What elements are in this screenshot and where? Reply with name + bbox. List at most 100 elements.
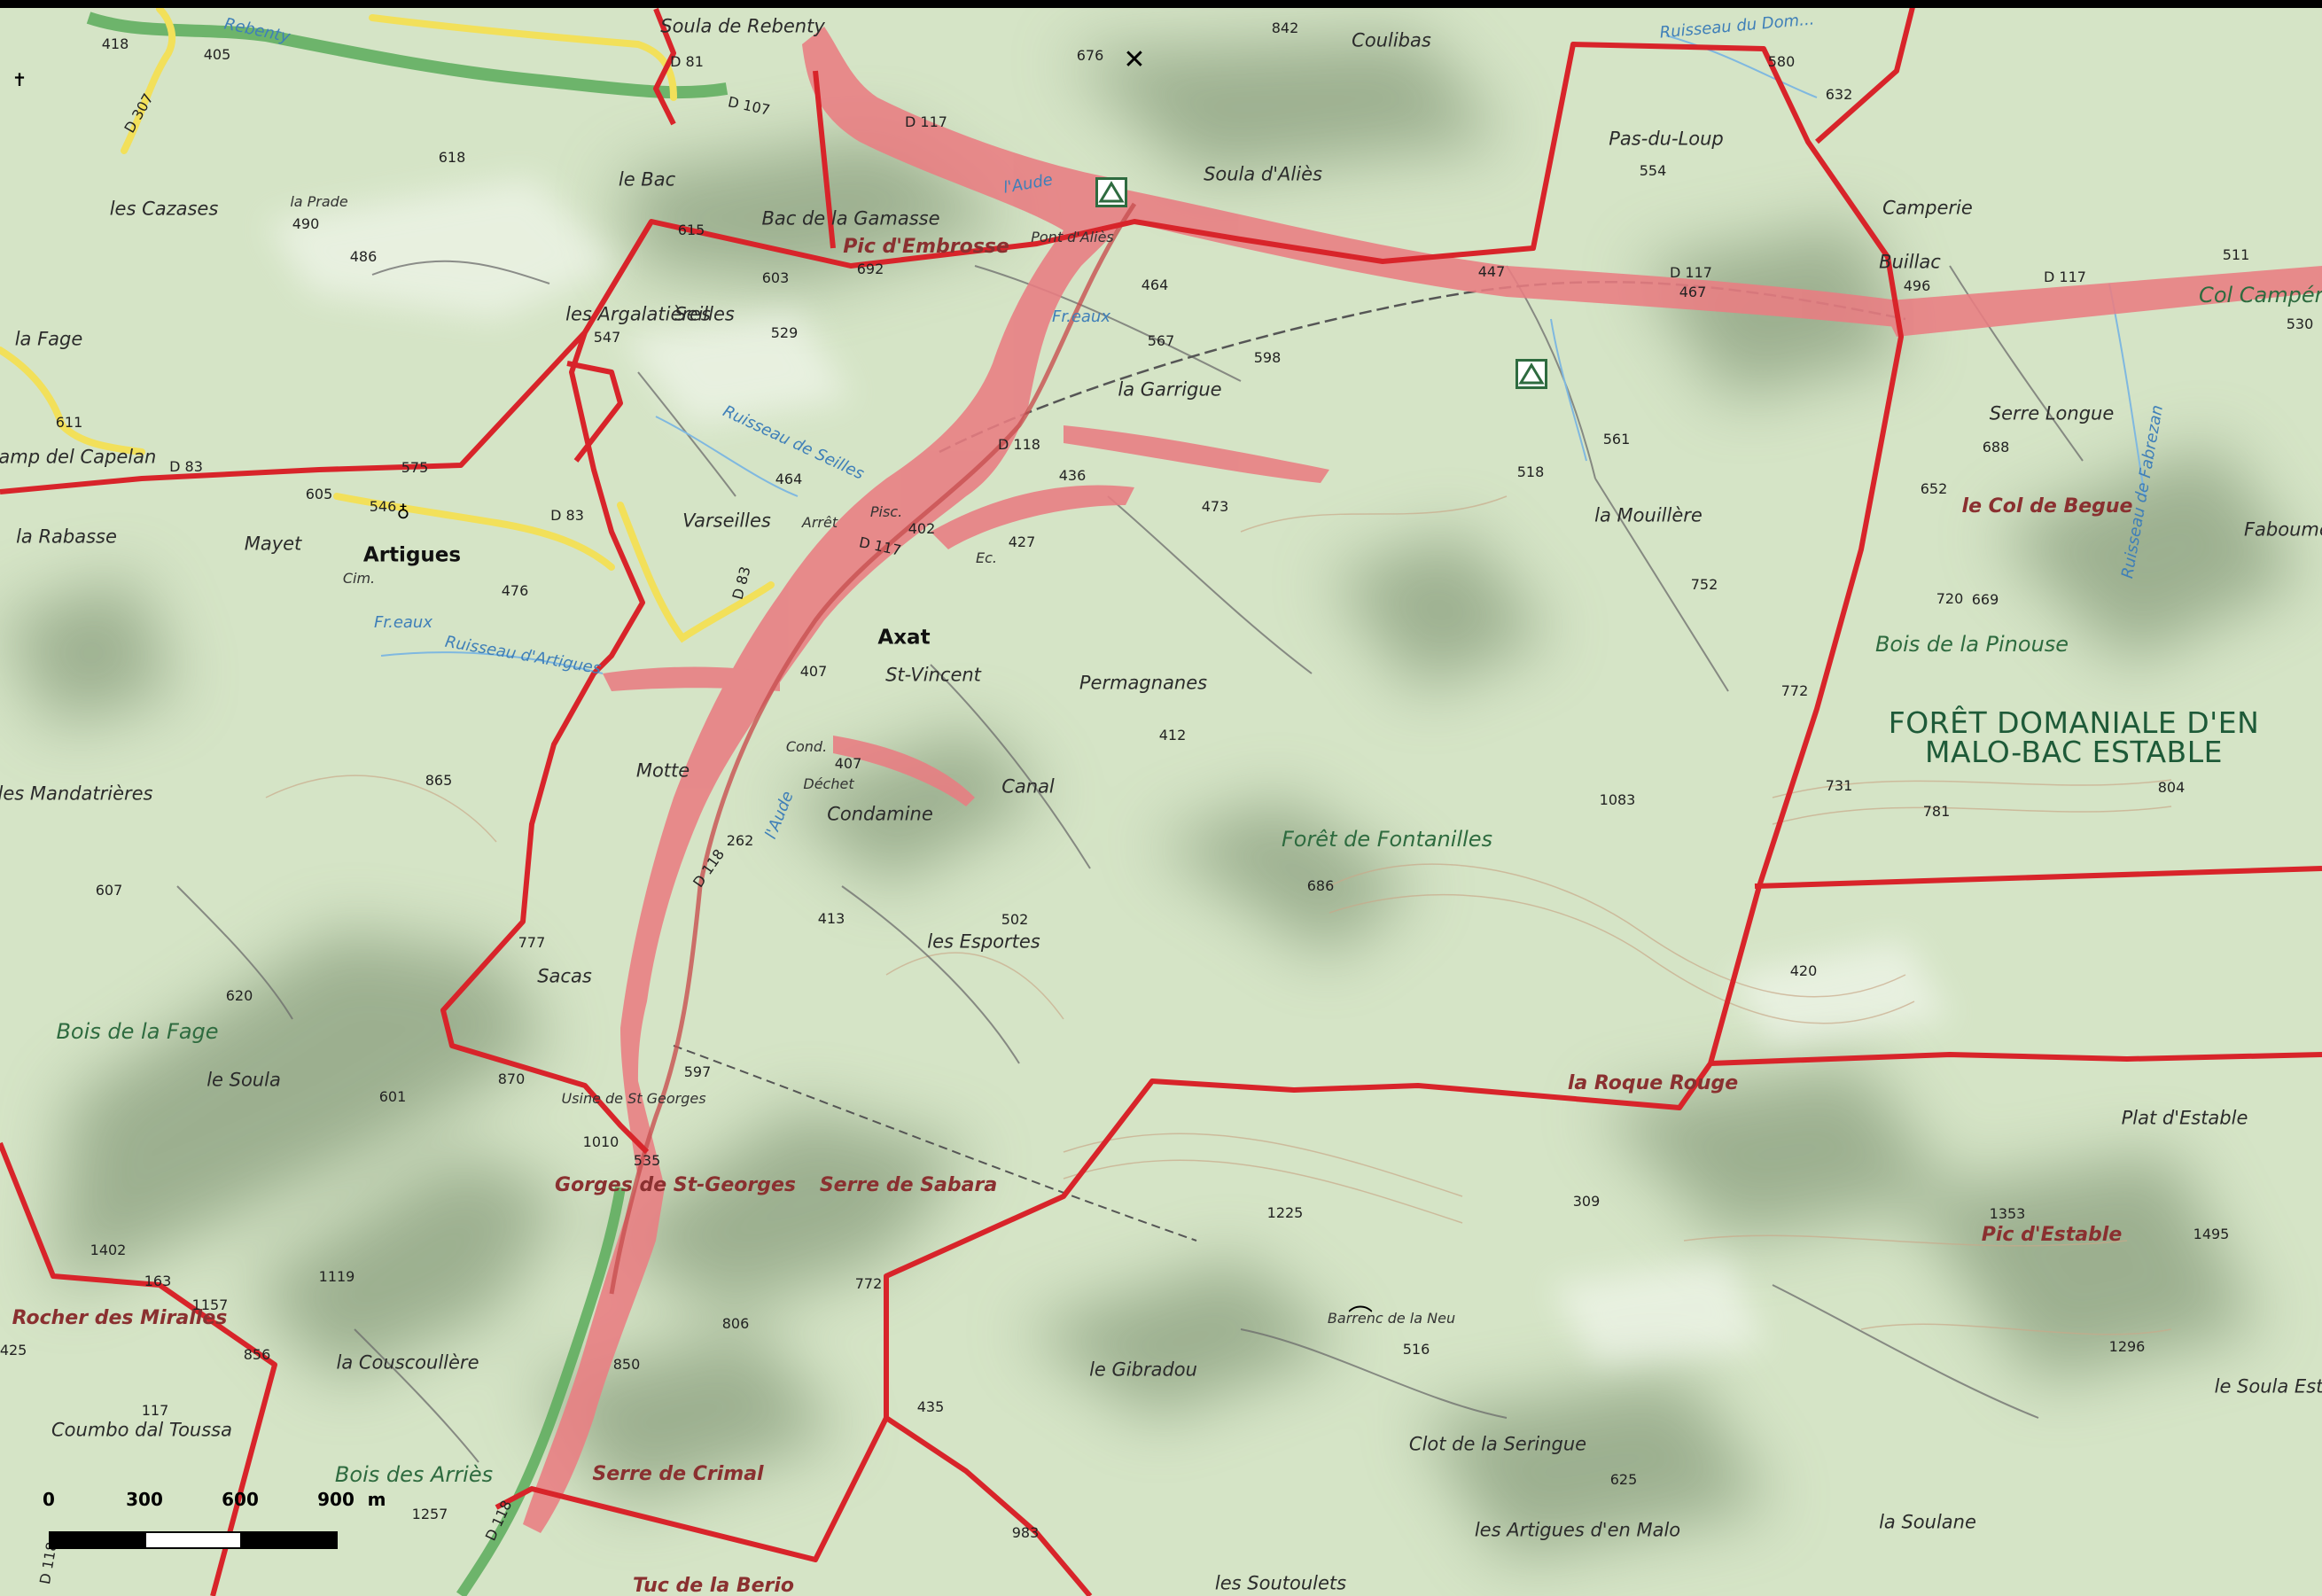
elevation-label: 865 bbox=[425, 772, 453, 789]
elevation-label: 1010 bbox=[582, 1133, 619, 1150]
elevation-label: 516 bbox=[1402, 1341, 1430, 1358]
elevation-label: 842 bbox=[1271, 19, 1299, 36]
elevation-label: 407 bbox=[799, 663, 828, 680]
elevation-label: 605 bbox=[305, 486, 333, 502]
elevation-label: 1353 bbox=[1989, 1205, 2026, 1222]
road-label: D 307 bbox=[121, 90, 157, 136]
place-label: Axat bbox=[877, 626, 931, 650]
place-label: Camperie bbox=[1882, 197, 1973, 219]
elevation-label: 473 bbox=[1201, 498, 1229, 515]
elevation-label: 405 bbox=[203, 46, 231, 63]
elevation-label: 615 bbox=[677, 222, 705, 238]
place-label: Usine de St Georges bbox=[561, 1090, 706, 1107]
elevation-label: 777 bbox=[518, 934, 546, 951]
elevation-label: 1257 bbox=[411, 1506, 448, 1522]
place-label: Bac de la Gamasse bbox=[761, 207, 940, 230]
campsite-icon[interactable] bbox=[1516, 359, 1547, 389]
place-label: Mayet bbox=[244, 533, 302, 555]
river-label: l'Aude bbox=[1001, 170, 1055, 198]
elevation-label: 420 bbox=[1789, 962, 1818, 979]
place-label: les Mandatrières bbox=[0, 782, 153, 805]
elevation-label: 856 bbox=[243, 1346, 271, 1363]
elevation-label: 418 bbox=[101, 35, 129, 52]
church-icon: ✝ bbox=[12, 69, 27, 90]
summit-label: Pic d'Estable bbox=[1981, 1224, 2123, 1246]
elevation-label: 676 bbox=[1076, 47, 1104, 64]
place-label: Varseilles bbox=[682, 510, 771, 532]
elevation-label: 163 bbox=[144, 1273, 172, 1289]
elevation-label: 772 bbox=[854, 1275, 883, 1292]
place-label: le Soula Est bbox=[2214, 1375, 2322, 1397]
road-label: D 118 bbox=[481, 1498, 516, 1544]
elevation-label: 597 bbox=[683, 1063, 712, 1080]
forest-label: FORÊT DOMANIALE D'EN MALO-BAC ESTABLE bbox=[1888, 705, 2260, 769]
elevation-label: 983 bbox=[1011, 1524, 1040, 1541]
place-label: Buillac bbox=[1879, 251, 1941, 273]
place-label: la Fage bbox=[14, 328, 83, 350]
tracks bbox=[176, 260, 2084, 1463]
elevation-label: 607 bbox=[95, 882, 123, 899]
elevation-label: 518 bbox=[1516, 463, 1545, 480]
elevation-label: 554 bbox=[1639, 162, 1667, 179]
place-label: les Argalatières bbox=[565, 303, 711, 325]
road-label: D 117 bbox=[905, 113, 947, 130]
place-label: le Bac bbox=[618, 168, 676, 191]
railway-line bbox=[939, 280, 1906, 454]
elevation-label: 669 bbox=[1971, 591, 1999, 608]
road-label: D 118 bbox=[690, 845, 729, 891]
elevation-label: 601 bbox=[378, 1088, 407, 1105]
place-label: la Rabasse bbox=[16, 526, 117, 548]
elevation-label: 529 bbox=[770, 324, 799, 341]
place-label: Plat d'Estable bbox=[2121, 1107, 2248, 1129]
place-label: Cim. bbox=[342, 570, 376, 587]
scale-tick-300: 300 bbox=[126, 1489, 163, 1510]
summit-label: Pic d'Embrosse bbox=[843, 236, 1009, 258]
scale-tick-900: 900 bbox=[317, 1489, 355, 1510]
scale-unit: m bbox=[367, 1489, 386, 1510]
summit-label: Serre de Sabara bbox=[819, 1174, 998, 1196]
elevation-label: 598 bbox=[1253, 349, 1282, 366]
elevation-label: 772 bbox=[1780, 682, 1809, 699]
elevation-label: 467 bbox=[1679, 284, 1707, 300]
place-label: Clot de la Seringue bbox=[1408, 1433, 1587, 1455]
elevation-label: 502 bbox=[1001, 911, 1029, 928]
scale-tick-0: 0 bbox=[43, 1489, 55, 1510]
summit-label: le Col de Begue bbox=[1961, 495, 2133, 518]
road-label: D 117 bbox=[2044, 269, 2086, 285]
place-label: Barrenc de la Neu bbox=[1327, 1310, 1456, 1327]
road-label: D 83 bbox=[729, 564, 754, 602]
place-label: la Mouillère bbox=[1594, 504, 1703, 526]
road-label: D 81 bbox=[670, 53, 704, 70]
place-label: le Gibradou bbox=[1089, 1359, 1197, 1381]
place-label: Serre Longue bbox=[1989, 402, 2115, 424]
road-label: D 118 bbox=[998, 436, 1040, 453]
elevation-label: 490 bbox=[292, 215, 320, 232]
place-label: St-Vincent bbox=[885, 664, 981, 686]
elevation-label: 547 bbox=[593, 329, 621, 346]
elevation-label: 575 bbox=[401, 459, 429, 476]
aude-river-south bbox=[456, 1187, 626, 1596]
campsite-icon[interactable] bbox=[1095, 177, 1127, 207]
scale-tick-600: 600 bbox=[222, 1489, 259, 1510]
elevation-label: 806 bbox=[721, 1315, 750, 1332]
road-label: D 83 bbox=[550, 507, 584, 524]
elevation-label: 731 bbox=[1825, 777, 1853, 794]
elevation-label: 435 bbox=[916, 1398, 945, 1415]
rebenty-river bbox=[86, 12, 729, 99]
elevation-label: 567 bbox=[1147, 332, 1175, 349]
place-label: la Garrigue bbox=[1118, 378, 1222, 401]
road-label: D 107 bbox=[726, 93, 772, 119]
river-label: Fr.eaux bbox=[1052, 308, 1110, 326]
river-label: Ruisseau de Fabrezan bbox=[2117, 403, 2168, 580]
elevation-label: 496 bbox=[1903, 277, 1931, 294]
road-label: D 83 bbox=[169, 458, 203, 475]
place-label: Sacas bbox=[537, 965, 592, 987]
elevation-label: 407 bbox=[834, 755, 862, 772]
elevation-label: 1425 bbox=[0, 1342, 27, 1359]
elevation-label: 620 bbox=[225, 987, 253, 1004]
elevation-label: 464 bbox=[775, 471, 803, 487]
place-label: la Couscoullère bbox=[336, 1351, 479, 1374]
